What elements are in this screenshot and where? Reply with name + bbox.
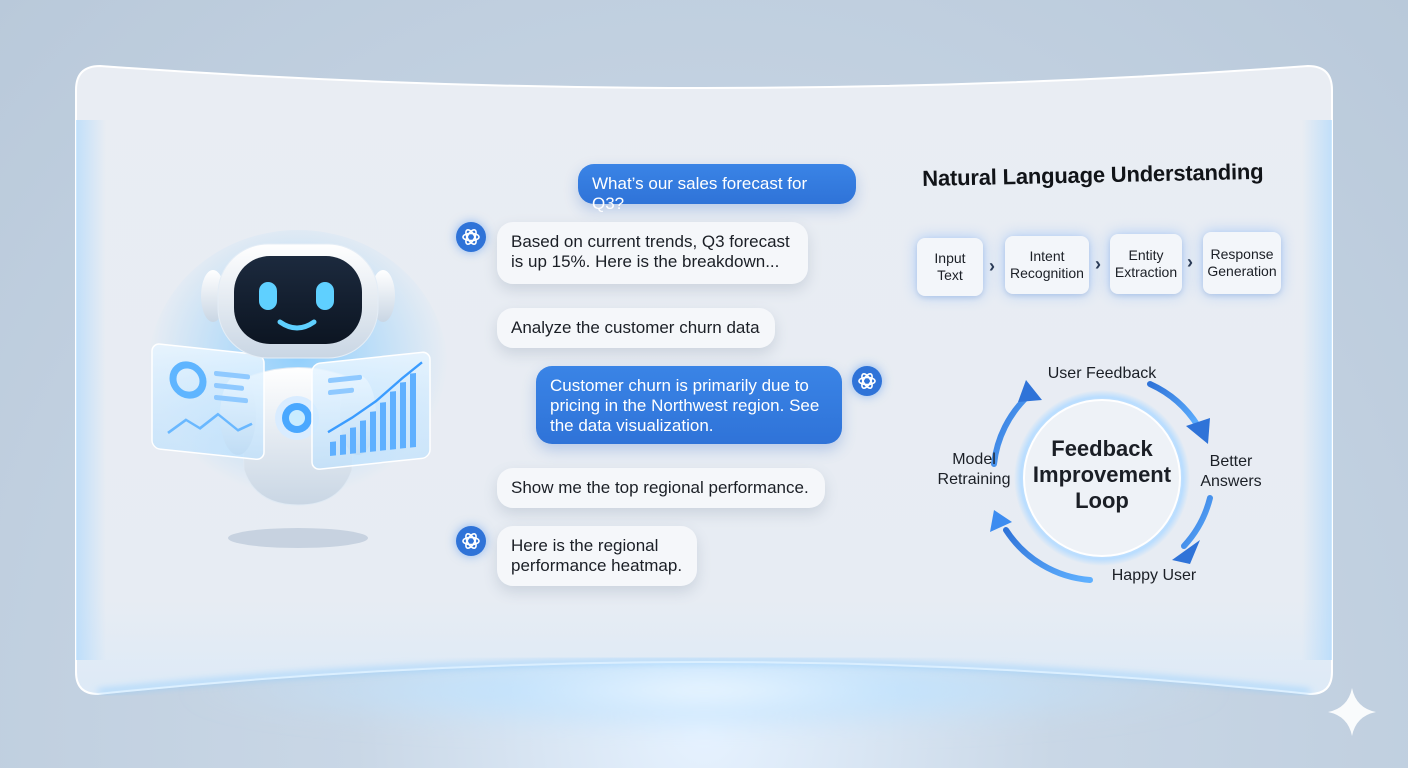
robot-assistant-icon (148, 230, 448, 548)
chat-message-user: Analyze the customer churn data (497, 308, 775, 348)
loop-label-happy-user: Happy User (1111, 567, 1197, 584)
nlu-step-response-generation: Response Generation (1203, 232, 1281, 294)
nlu-step-intent-recognition: Intent Recognition (1005, 236, 1089, 294)
chat-message-bot: Here is the regional performance heatmap… (497, 526, 697, 586)
loop-label-better-answers: Better Answers (1200, 453, 1262, 490)
loop-center-label: Feedback Improvement Loop (1032, 436, 1172, 513)
chat-message-user: Show me the top regional performance. (497, 468, 825, 508)
line-chart-icon (167, 412, 253, 434)
loop-arrow-top-right (1147, 381, 1201, 429)
nlu-step-entity-extraction: Entity Extraction (1110, 234, 1182, 294)
openai-logo-icon (852, 366, 882, 396)
loop-arrow-bottom-right (1181, 495, 1213, 549)
donut-chart-icon (151, 343, 265, 460)
loop-label-user-feedback: User Feedback (1047, 365, 1157, 382)
chat-message-bot: Based on current trends, Q3 forecast is … (497, 222, 808, 284)
bar-chart-icon (311, 351, 431, 470)
chat-message-user: What’s our sales forecast for Q3? (578, 164, 856, 213)
chat-message-bot: Customer churn is primarily due to prici… (536, 366, 842, 444)
chevron-right-icon: › (989, 256, 995, 276)
chevron-right-icon: › (1187, 252, 1193, 272)
loop-arrow-bottom-left (1003, 527, 1093, 583)
chevron-right-icon: › (1095, 254, 1101, 274)
nlu-step-input-text: Input Text (917, 238, 983, 296)
openai-logo-icon (456, 526, 486, 556)
openai-logo-icon (456, 222, 486, 252)
loop-label-model-retraining: Model Retraining (937, 451, 1011, 488)
feedback-loop-diagram (990, 380, 1213, 583)
sparkle-icon (1328, 688, 1376, 736)
